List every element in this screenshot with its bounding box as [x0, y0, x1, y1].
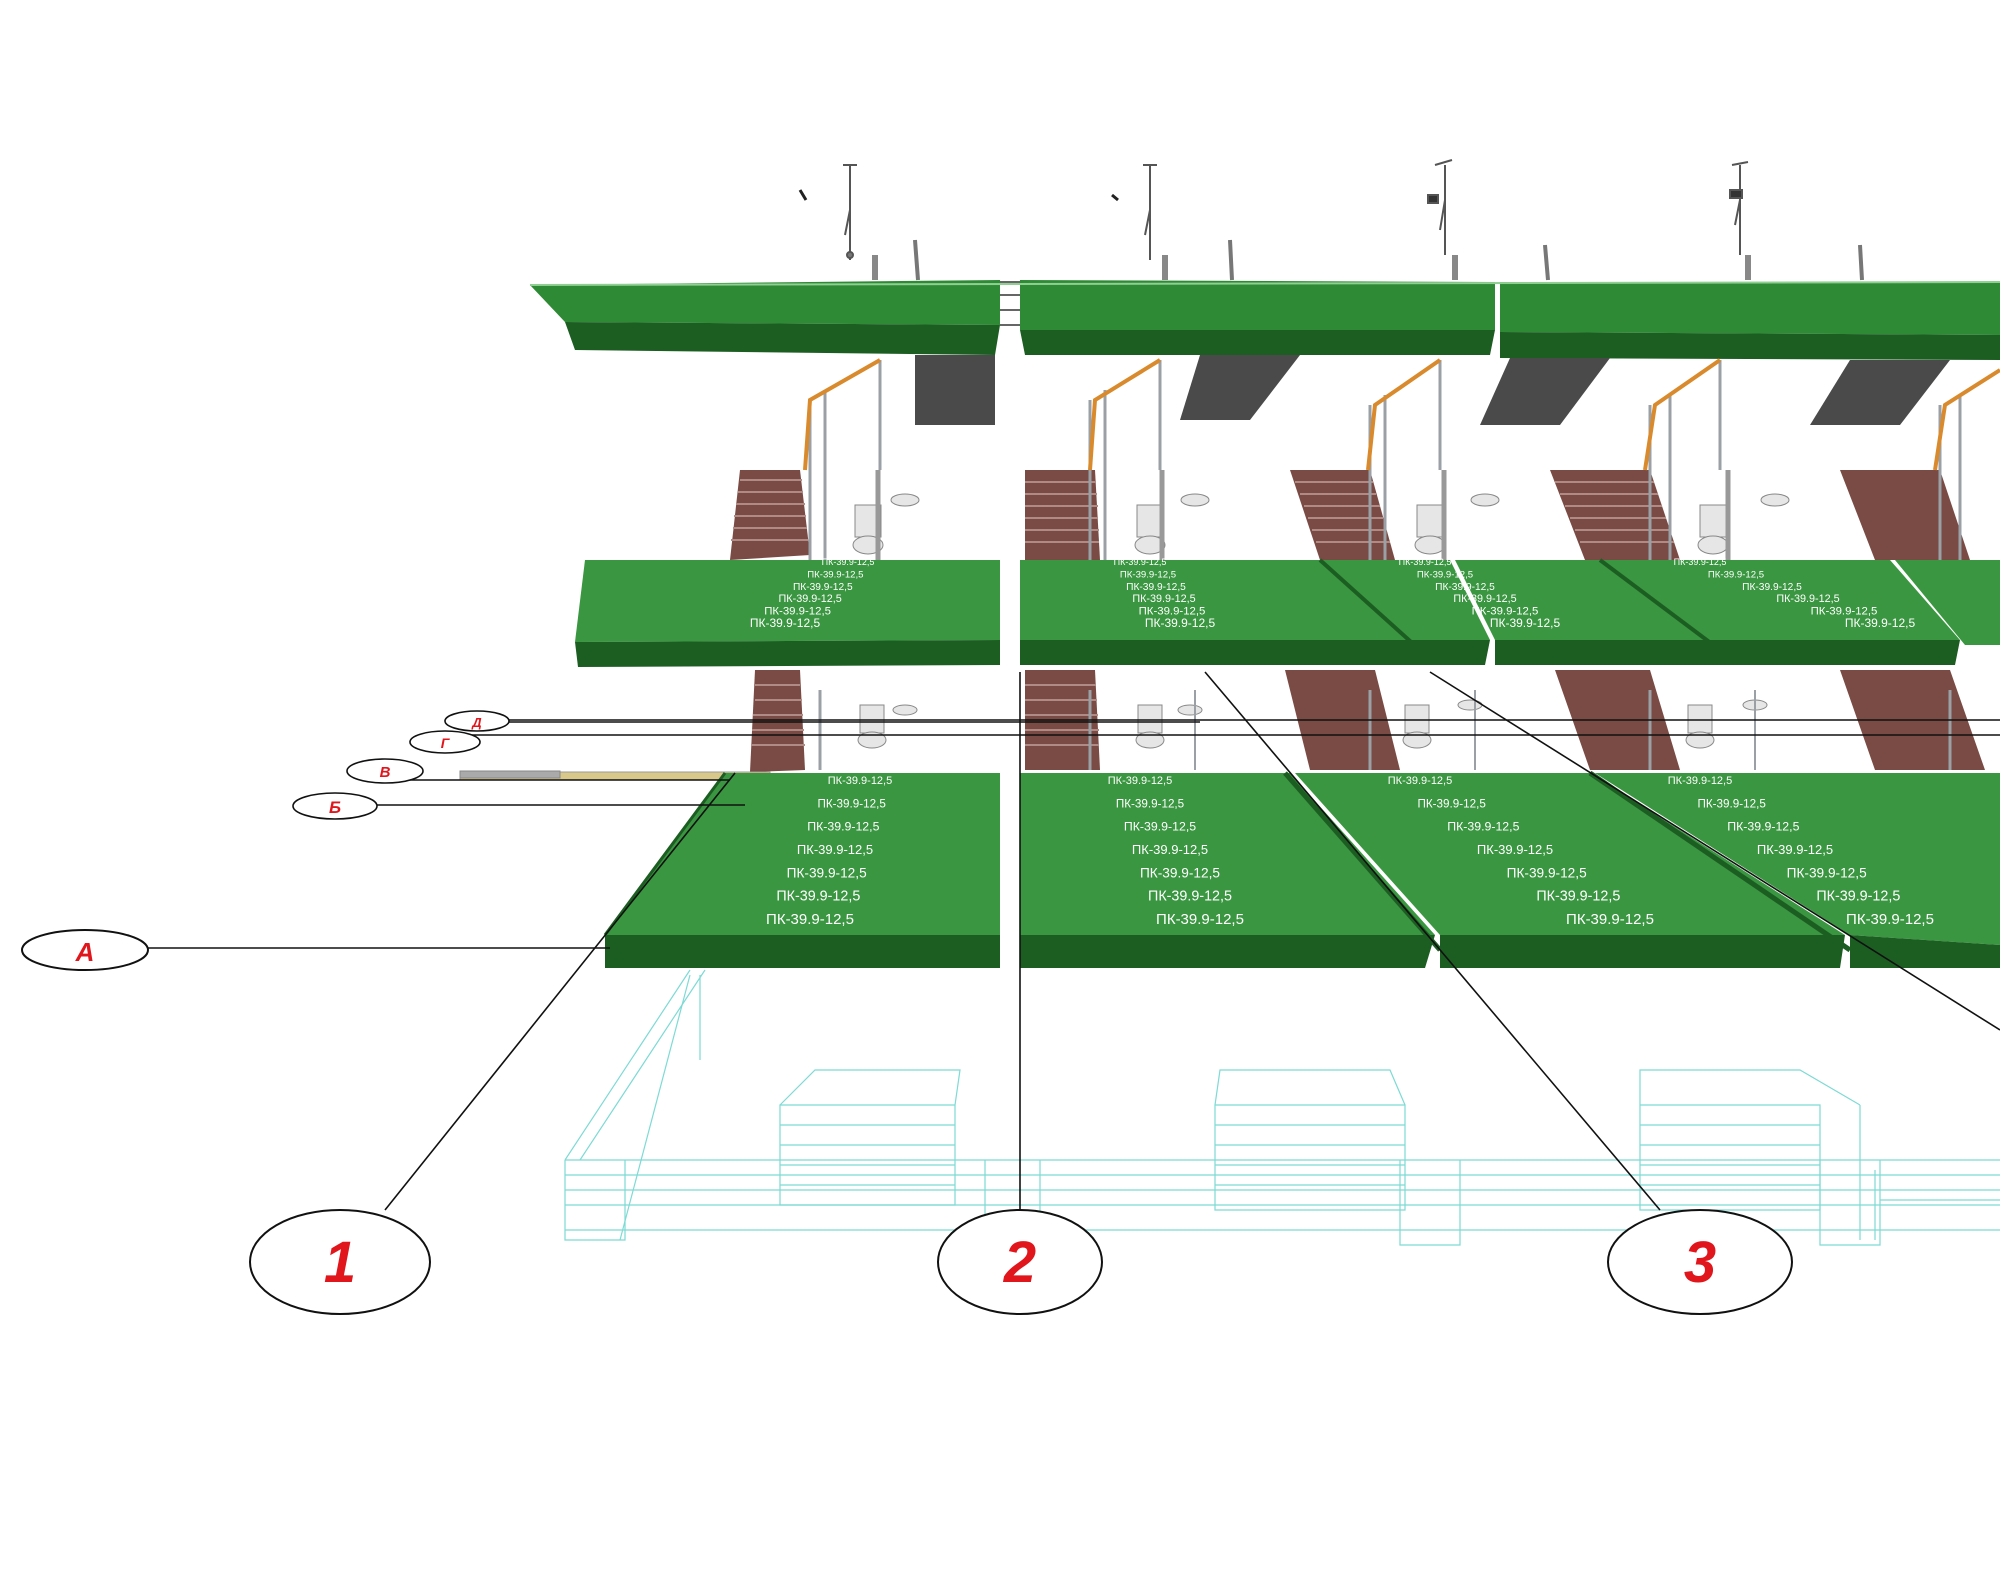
- slab-marking-label: ПК-39.9-12,5: [1116, 797, 1184, 810]
- slab-marking-label: ПК-39.9-12,5: [1132, 593, 1195, 605]
- slab-marking-label: ПК-39.9-12,5: [1566, 911, 1654, 928]
- floor1-interior: [459, 670, 1985, 781]
- staircase-icon: [1025, 470, 1100, 560]
- slab-marking-label: ПК-39.9-12,5: [1536, 889, 1620, 905]
- slab-marking-label: ПК-39.9-12,5: [1132, 842, 1208, 857]
- slab-marking-label: ПК-39.9-12,5: [1757, 842, 1833, 857]
- shower-icon: [1143, 164, 1157, 260]
- axis-bubble-a: А: [21, 929, 149, 971]
- slab-marking-label: ПК-39.9-12,5: [1156, 911, 1244, 928]
- slab-marking-label: ПК-39.9-12,5: [1776, 593, 1839, 605]
- slab-marking-label: ПК-39.9-12,5: [1124, 820, 1196, 834]
- axis-bubbles-numbers: 1 2 3: [249, 1209, 1793, 1315]
- slab-marking-label: ПК-39.9-12,5: [766, 911, 854, 928]
- slab-marking-label: ПК-39.9-12,5: [807, 820, 879, 834]
- axis-label-a: А: [75, 937, 95, 967]
- slab-marking-label: ПК-39.9-12,5: [1490, 616, 1561, 630]
- slab-marking-label: ПК-39.9-12,5: [1418, 797, 1486, 810]
- slab-marking-label: ПК-39.9-12,5: [1108, 775, 1172, 787]
- slab-marking-label: ПК-39.9-12,5: [818, 797, 886, 810]
- shower-icon: [1729, 161, 1749, 255]
- slab-marking-label: ПК-39.9-12,5: [1816, 889, 1900, 905]
- axis-label-d: Д: [471, 715, 482, 730]
- slab-marking-label: ПК-39.9-12,5: [1126, 582, 1186, 593]
- slab-marking-label: ПК-39.9-12,5: [1139, 606, 1206, 618]
- slab-marking-label: ПК-39.9-12,5: [1145, 616, 1216, 630]
- axis-lines: [148, 671, 2000, 1211]
- axis-label-2: 2: [1003, 1230, 1036, 1295]
- slab-marking-label: ПК-39.9-12,5: [779, 593, 842, 605]
- axis-bubble-g: Г: [409, 730, 481, 754]
- axis-bubble-2: 2: [937, 1209, 1103, 1315]
- slab-marking-label: ПК-39.9-12,5: [793, 582, 853, 593]
- axis-label-g: Г: [441, 735, 451, 751]
- floor2-slab-labels: ПК-39.9-12,5ПК-39.9-12,5ПК-39.9-12,5ПК-3…: [750, 557, 1916, 630]
- axis-bubble-3: 3: [1607, 1209, 1793, 1315]
- slab-marking-label: ПК-39.9-12,5: [1845, 616, 1916, 630]
- slab-marking-label: ПК-39.9-12,5: [1447, 820, 1519, 834]
- slab-marking-label: ПК-39.9-12,5: [1742, 582, 1802, 593]
- slab-marking-label: ПК-39.9-12,5: [764, 606, 831, 618]
- axis-bubble-1: 1: [249, 1209, 431, 1315]
- slab-marking-label: ПК-39.9-12,5: [1120, 569, 1176, 580]
- foundation-wireframe: [564, 969, 2000, 1246]
- slab-marking-label: ПК-39.9-12,5: [1698, 797, 1766, 810]
- slab-marking-label: ПК-39.9-12,5: [1453, 593, 1516, 605]
- slab-marking-label: ПК-39.9-12,5: [828, 775, 892, 787]
- floor2-slab: ПК-39.9-12,5ПК-39.9-12,5ПК-39.9-12,5ПК-3…: [575, 557, 2000, 667]
- slab-marking-label: ПК-39.9-12,5: [1787, 865, 1867, 880]
- roof-slab: [529, 280, 2000, 425]
- slab-marking-label: ПК-39.9-12,5: [1811, 606, 1878, 618]
- axis-bubble-b: Б: [292, 792, 378, 820]
- slab-marking-label: ПК-39.9-12,5: [750, 616, 821, 630]
- axis-bubbles-letters: А Б В Г Д: [21, 710, 561, 971]
- staircase-icon: [1290, 470, 1395, 560]
- axis-bubble-v: В: [346, 758, 424, 784]
- slab-marking-label: ПК-39.9-12,5: [1435, 582, 1495, 593]
- slab-marking-label: ПК-39.9-12,5: [1472, 606, 1539, 618]
- slab-marking-label: ПК-39.9-12,5: [822, 557, 875, 567]
- staircase-icon: [730, 470, 810, 560]
- slab-marking-label: ПК-39.9-12,5: [776, 889, 860, 905]
- slab-marking-label: ПК-39.9-12,5: [787, 865, 867, 880]
- slab-marking-label: ПК-39.9-12,5: [1668, 775, 1732, 787]
- slab-marking-label: ПК-39.9-12,5: [1417, 569, 1473, 580]
- axis-label-3: 3: [1684, 1230, 1716, 1295]
- slab-marking-label: ПК-39.9-12,5: [1399, 557, 1452, 567]
- axis-label-1: 1: [324, 1230, 356, 1295]
- slab-marking-label: ПК-39.9-12,5: [1846, 911, 1934, 928]
- toilet-icon: [857, 704, 1715, 749]
- slab-marking-label: ПК-39.9-12,5: [1708, 569, 1764, 580]
- axis-label-b: Б: [329, 798, 341, 817]
- shower-icon: [1427, 159, 1453, 255]
- axis-bubble-d: Д: [444, 710, 510, 732]
- staircase-icon: [1840, 470, 1970, 560]
- slab-marking-label: ПК-39.9-12,5: [1507, 865, 1587, 880]
- slab-marking-label: ПК-39.9-12,5: [1148, 889, 1232, 905]
- axis-label-v: В: [380, 764, 391, 781]
- slab-marking-label: ПК-39.9-12,5: [1477, 842, 1553, 857]
- slab-marking-label: ПК-39.9-12,5: [1140, 865, 1220, 880]
- floor1-slab: ПК-39.9-12,5ПК-39.9-12,5ПК-39.9-12,5ПК-3…: [603, 770, 2000, 968]
- sink-icon: [890, 493, 1790, 507]
- slab-marking-label: ПК-39.9-12,5: [797, 842, 873, 857]
- slab-marking-label: ПК-39.9-12,5: [1114, 557, 1167, 567]
- staircase-icon: [1550, 470, 1680, 560]
- floor2-interior: [730, 358, 2000, 560]
- shower-icon: [843, 164, 857, 260]
- upper-fixtures: [798, 159, 1864, 281]
- slab-marking-label: ПК-39.9-12,5: [1388, 775, 1452, 787]
- slab-marking-label: ПК-39.9-12,5: [1674, 557, 1727, 567]
- slab-marking-label: ПК-39.9-12,5: [1727, 820, 1799, 834]
- slab-marking-label: ПК-39.9-12,5: [807, 569, 863, 580]
- floor1-slab-labels: ПК-39.9-12,5ПК-39.9-12,5ПК-39.9-12,5ПК-3…: [766, 775, 1934, 928]
